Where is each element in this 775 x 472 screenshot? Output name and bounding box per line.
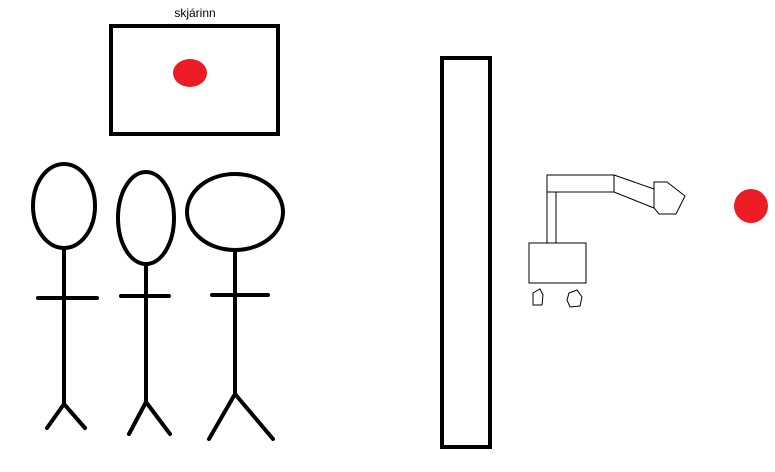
stick-figure-1-left-leg [45, 402, 66, 430]
stick-figure-1-head [31, 162, 97, 250]
stick-figure-3-right-leg [233, 392, 275, 441]
stick-figure-3-head [185, 172, 285, 252]
stick-figure-3-left-leg [207, 392, 237, 441]
stick-figure-2-right-leg [144, 400, 172, 436]
stick-figure-2-head [116, 170, 176, 266]
robot-forearm [613, 174, 655, 209]
robot-base [528, 242, 587, 284]
robot-gripper [653, 181, 686, 215]
stick-figure-2-left-leg [127, 400, 148, 436]
robot-upper-arm [546, 174, 615, 193]
wall-rect [440, 56, 492, 449]
robot [528, 174, 686, 308]
screen-label: skjárinn [174, 6, 216, 20]
robot-left-wheel [532, 288, 544, 306]
screen-red-dot [173, 59, 207, 87]
stick-figure-1 [31, 162, 99, 430]
stick-figure-2 [116, 170, 176, 436]
stick-figure-3 [185, 172, 285, 441]
stick-figure-1-right-leg [62, 402, 87, 430]
screen-rect [109, 24, 280, 136]
target-red-dot [734, 189, 768, 223]
robot-right-wheel [566, 289, 583, 308]
robot-lower-arm [546, 191, 557, 244]
